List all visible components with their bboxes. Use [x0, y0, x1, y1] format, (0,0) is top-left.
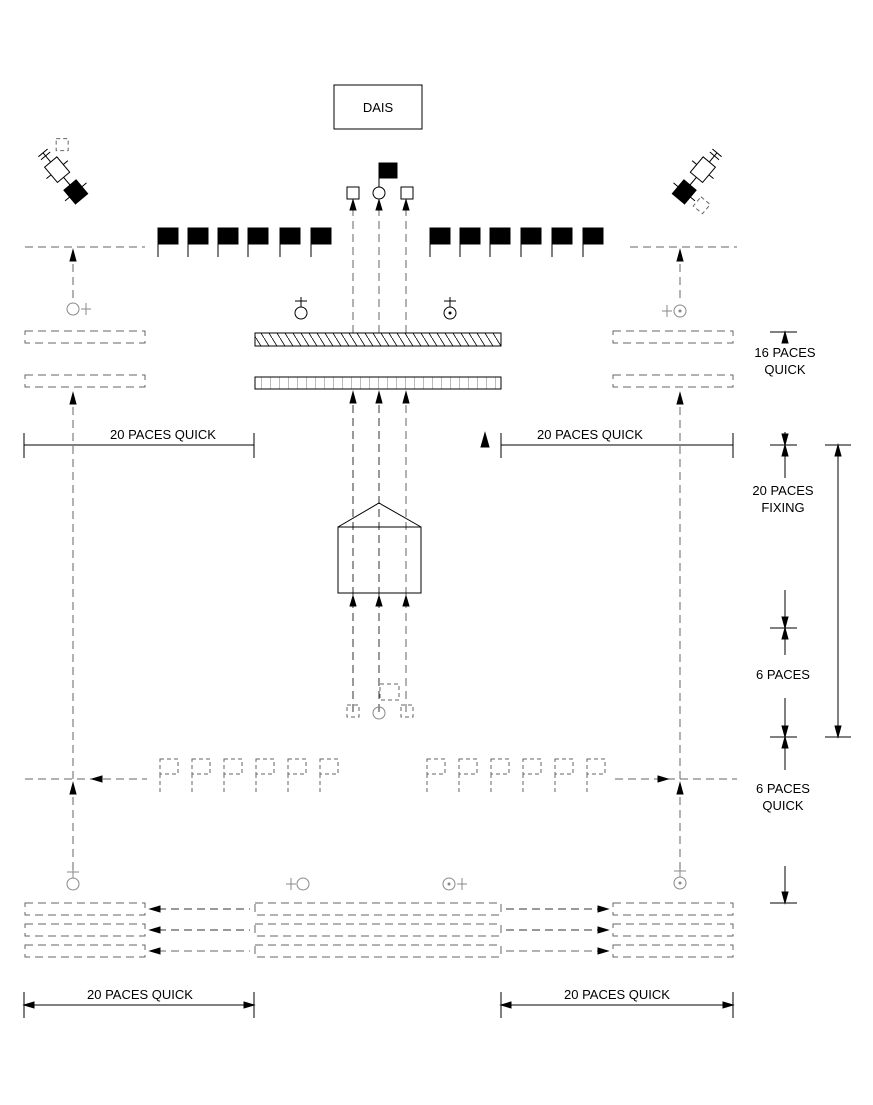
right-column-path: [676, 248, 684, 870]
flag-row-right: [429, 227, 604, 257]
rank-outline: [612, 330, 734, 344]
dimension-label: 20 PACES QUICK: [87, 987, 193, 1002]
dimension-right-bottom: 20 PACES QUICK: [499, 987, 735, 1018]
dashed-flag-row-right: [426, 758, 606, 795]
flag-row-left: [157, 227, 332, 257]
officer-dot-symbol-icon: [673, 869, 687, 890]
officer-symbol-icon: [66, 870, 80, 891]
dimension-label: 20 PACES QUICK: [537, 427, 643, 442]
dais-label: DAIS: [363, 100, 394, 115]
rank-outline: [612, 374, 734, 388]
dais: DAIS: [333, 84, 423, 130]
center-approach-lines: [349, 198, 410, 333]
rank-outline: [24, 374, 146, 388]
dimension-left-top: 20 PACES QUICK: [23, 427, 255, 458]
dimension-label: FIXING: [761, 500, 804, 515]
officer-circle-icon: [372, 186, 386, 200]
dimension-label: 20 PACES QUICK: [564, 987, 670, 1002]
dimension-left-bottom: 20 PACES QUICK: [22, 987, 256, 1018]
flag-icon: [378, 162, 398, 179]
dimension-right-top: 20 PACES QUICK: [500, 427, 734, 458]
reviewing-party: [346, 162, 414, 200]
dashed-flag-row-left: [159, 758, 339, 795]
start-party: [346, 683, 414, 720]
dimension-label: 20 PACES QUICK: [110, 427, 216, 442]
officer-symbol-icon: [286, 877, 310, 891]
officer-dot-symbol-icon: [442, 877, 467, 891]
center-march-lines: [349, 390, 410, 712]
officer-dot-symbol-icon: [662, 304, 687, 318]
officer-symbol-icon: [294, 297, 308, 320]
rank-outline: [24, 330, 146, 344]
vehicle-left-icon: [38, 138, 89, 205]
segmented-rank: [254, 376, 502, 390]
dimension-label: 16 PACES: [754, 345, 816, 360]
left-column-path: [69, 248, 77, 870]
dimension-label: QUICK: [762, 798, 804, 813]
square-icon: [346, 186, 360, 200]
vehicle-right-icon: [671, 148, 722, 215]
dimension-label: QUICK: [764, 362, 806, 377]
officer-dot-symbol-icon: [443, 297, 457, 320]
dimension-label: 6 PACES: [756, 781, 810, 796]
vehicle-house-icon: [337, 502, 422, 594]
square-icon: [400, 186, 414, 200]
vertical-dimensions: 16 PACES QUICK 20 PACES FIXING 6 PACES 6…: [752, 330, 851, 905]
hatched-rank: [254, 332, 502, 347]
dimension-label: 6 PACES: [756, 667, 810, 682]
bottom-ranks: [24, 902, 734, 958]
officer-symbol-icon: [66, 302, 91, 316]
marker-triangle-icon: [480, 431, 490, 448]
dimension-label: 20 PACES: [752, 483, 814, 498]
